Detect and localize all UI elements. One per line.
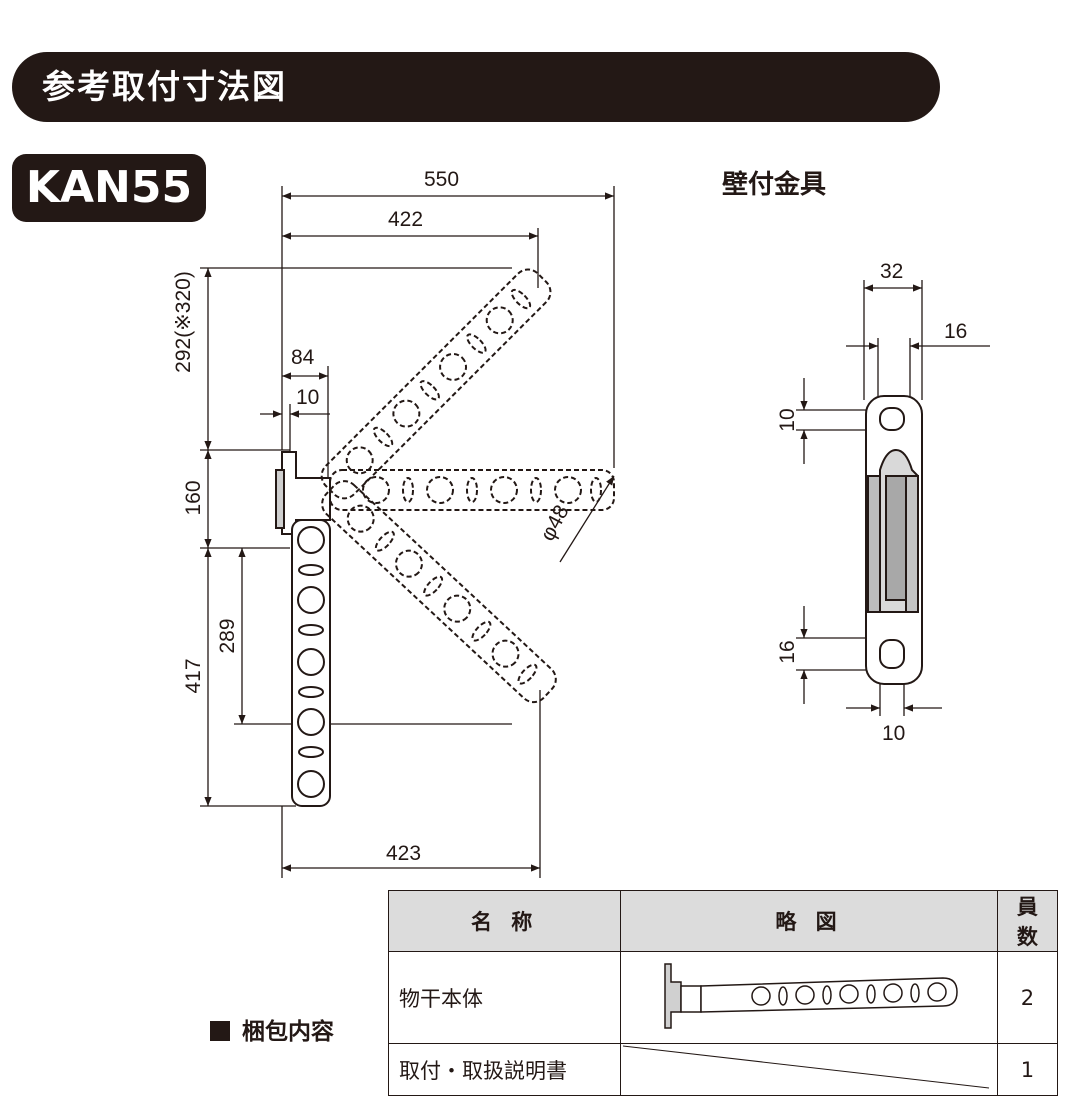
dim-label-10: 10	[296, 386, 320, 409]
row-sketch-hanger	[620, 951, 998, 1044]
dim-label-160: 160	[182, 480, 205, 516]
dim-label-417: 417	[182, 658, 205, 694]
table-row: 物干本体 2	[387, 951, 1059, 1044]
header-sketch: 略 図	[620, 890, 998, 952]
dim-label-550: 550	[424, 168, 460, 191]
row-qty: 2	[996, 951, 1059, 1044]
wall-bracket-shape	[275, 451, 331, 535]
arm-down-diagonal	[321, 480, 557, 704]
model-name: KAN55	[25, 162, 193, 213]
hanger-sketch-icon	[664, 963, 959, 1029]
package-label-text: 梱包内容	[242, 1019, 334, 1045]
model-badge: KAN55	[12, 154, 206, 222]
row-qty: 1	[996, 1043, 1059, 1096]
dim-label-84: 84	[291, 346, 315, 369]
bracket-detail-shape	[865, 395, 923, 685]
bracket-title: 壁付金具	[722, 170, 827, 200]
bracket-dim-16: 16	[944, 320, 968, 343]
dim-label-423: 423	[386, 842, 422, 865]
table-header-row: 名 称 略 図 員数	[387, 890, 1059, 952]
arm-up-diagonal	[320, 268, 552, 500]
page-title: 参考取付寸法図	[42, 67, 287, 106]
bracket-dim-10-vertical: 10	[776, 408, 799, 432]
dim-line-phi48	[559, 475, 615, 563]
manual-sketch-icon	[623, 1045, 990, 1089]
title-bar: 参考取付寸法図	[12, 52, 940, 122]
package-contents-table: 名 称 略 図 員数 物干本体	[387, 890, 1059, 1096]
row-name: 取付・取扱説明書	[387, 1043, 622, 1096]
package-label: 梱包内容	[210, 1016, 334, 1048]
table-row: 取付・取扱説明書 1	[387, 1043, 1059, 1096]
row-name: 物干本体	[387, 951, 622, 1044]
dim-label-422: 422	[388, 208, 424, 231]
header-qty: 員数	[996, 890, 1059, 952]
dim-label-292: 292(※320)	[172, 271, 195, 373]
bracket-dim-32: 32	[880, 260, 904, 283]
arm-horizontal	[329, 469, 615, 511]
row-sketch-manual	[620, 1043, 998, 1096]
header-name: 名 称	[387, 890, 622, 952]
bracket-detail-dims	[796, 280, 990, 716]
bracket-dim-10-horizontal: 10	[882, 722, 906, 745]
dim-label-289: 289	[216, 618, 239, 654]
bracket-dim-16-vertical: 16	[776, 640, 799, 664]
arm-down	[291, 519, 331, 807]
square-bullet-icon	[210, 1021, 230, 1041]
